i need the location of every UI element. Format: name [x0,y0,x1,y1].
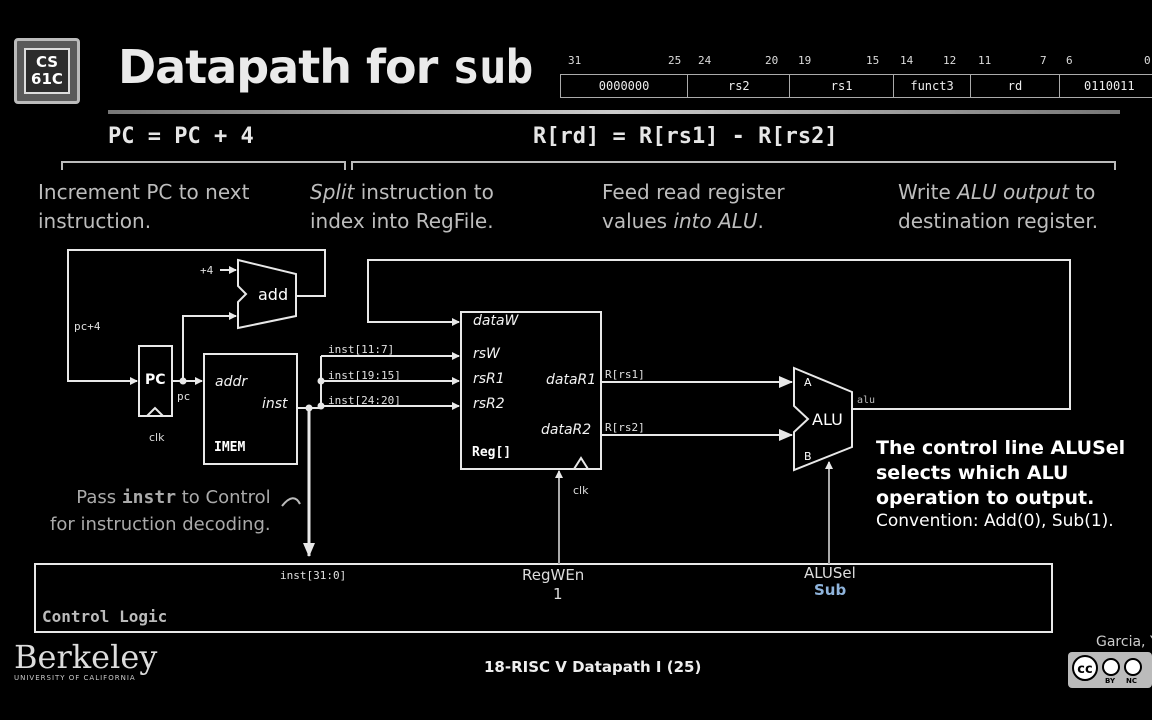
bit-number: 0 [1144,54,1151,67]
cc-icon: cc [1072,655,1098,681]
reg-clock-triangle [573,456,589,470]
alu-unit [793,366,853,472]
r-rs1-label: R[rs1] [605,368,645,381]
reg-rsw-label: rsW [473,346,500,362]
bit-number: 19 [798,54,812,67]
inst-19-15-label: inst[19:15] [328,369,401,382]
attribution-icon [1102,658,1120,676]
alusel-label: ALUSel [804,564,856,582]
bit-number: 25 [668,54,682,67]
pc-out-label: pc [177,390,191,403]
pc-label: PC [145,372,166,388]
slide-title: Datapath for sub [118,40,533,94]
inst-11-7-label: inst[11:7] [328,343,395,356]
instruction-encoding: 31 25 24 20 19 15 14 12 11 7 6 0 0000000… [560,52,1152,102]
reg-file-name: Reg[] [472,445,512,460]
field-rs2: rs2 [688,75,791,97]
alu-input-a-label: A [804,376,812,389]
cc-nc-label: NC [1126,677,1137,685]
alusel-note: The control line ALUSel selects which AL… [876,437,1126,531]
field-opcode: 0110011 [1084,79,1135,93]
imem-addr-label: addr [215,374,248,390]
desc-feed-alu: Feed read register values into ALU. [602,180,785,233]
control-logic-block [34,563,1053,633]
bit-number: 24 [698,54,712,67]
bit-number: 6 [1066,54,1073,67]
desc-split-instruction: Split instruction to index into RegFile. [310,180,494,233]
field-funct3: funct3 [894,75,972,97]
pc-plus4-wire [67,249,326,385]
alu-out-label: alu [857,395,876,406]
reg-datar2-label: dataR2 [541,422,592,438]
control-logic-label: Control Logic [42,607,168,626]
bit-number: 15 [866,54,880,67]
adder-label: add [258,285,289,304]
footer-slide-title: 18-RISC V Datapath I (25) [484,658,702,676]
plus4-label: +4 [200,264,214,277]
alu-writeback-wire [367,259,1071,410]
title-divider [108,110,1120,114]
field-funct7: 0000000 [561,75,689,97]
field-rs1: rs1 [790,75,894,97]
reg-rsr2-label: rsR2 [473,396,505,412]
bit-number: 7 [1040,54,1047,67]
bit-number: 11 [978,54,992,67]
cs61c-logo: CS 61C [14,38,80,104]
desc-write-back: Write ALU output to destination register… [898,180,1099,233]
alusel-value: Sub [814,581,847,599]
imem-inst-label: inst [262,396,288,412]
title-code: sub [452,40,533,94]
inst-31-0-label: inst[31:0] [280,569,347,582]
desc-increment-pc: Increment PC to next instruction. [38,180,250,233]
reg-datar1-label: dataR1 [546,372,597,388]
bit-number: 14 [900,54,914,67]
clk-label-reg: clk [573,484,589,497]
cc-by-label: BY [1105,677,1116,685]
bit-number: 12 [943,54,957,67]
cc-license-badge: cc BY NC [1068,652,1152,688]
r-rs2-label: R[rs2] [605,421,645,434]
regwen-label: RegWEn [522,566,585,584]
pc-clock-triangle [146,406,164,417]
inst-24-20-label: inst[24:20] [328,394,401,407]
reg-rsr1-label: rsR1 [473,371,505,387]
bit-number: 20 [765,54,779,67]
pc4-label: pc+4 [74,320,101,333]
alu-label: ALU [812,410,843,429]
imem-name: IMEM [214,440,246,455]
berkeley-logo: Berkeley UNIVERSITY OF CALIFORNIA [14,638,158,682]
pass-instr-note: Pass instr to Control for instruction de… [50,487,271,535]
logo-line-1: CS [35,53,59,71]
bit-number: 31 [568,54,582,67]
noncommercial-icon [1124,658,1142,676]
logo-line-2: 61C [31,70,63,88]
register-file [460,311,602,470]
clk-label-pc: clk [149,431,165,444]
title-prefix: Datapath for [118,40,453,94]
field-rd: rd [971,75,1060,97]
alu-input-b-label: B [804,450,812,463]
adder-unit [237,258,297,330]
author-label: Garcia, Yo [1096,634,1152,650]
register-equation: R[rd] = R[rs1] - R[rs2] [533,124,838,149]
reg-dataw-label: dataW [473,313,519,329]
pc-equation: PC = PC + 4 [108,124,254,149]
regwen-value: 1 [553,585,563,603]
